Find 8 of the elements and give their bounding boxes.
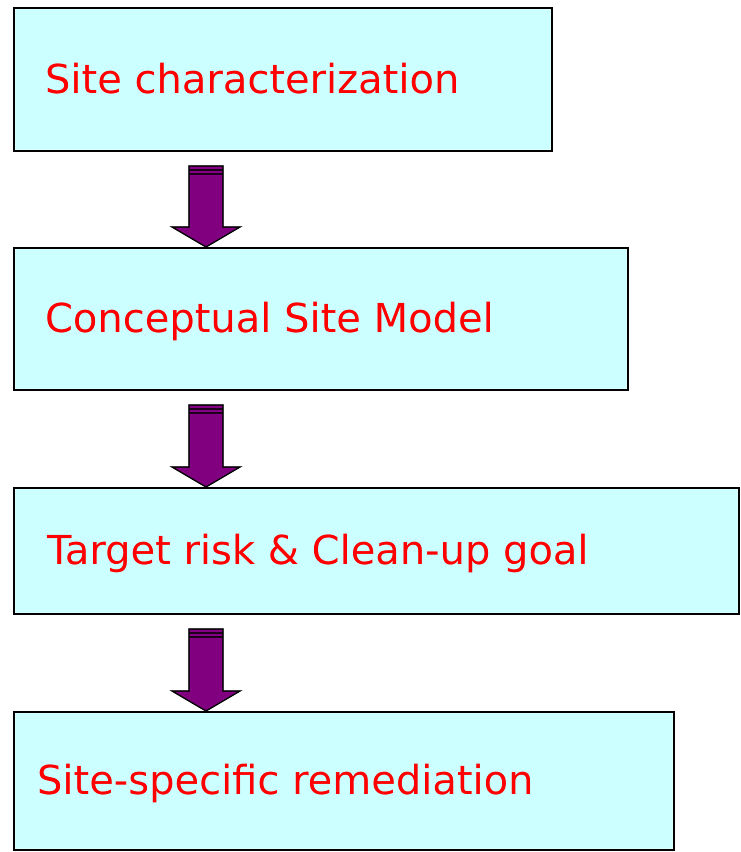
process-box — [13, 247, 629, 391]
box-label: Conceptual Site Model — [45, 296, 494, 342]
box-label: Site characterization — [45, 56, 460, 102]
process-box — [13, 711, 675, 851]
process-box — [13, 487, 740, 615]
process-box — [13, 7, 553, 152]
box-label: Target risk & Clean-up goal — [47, 528, 589, 574]
box-label: Site-specific remediation — [37, 758, 534, 804]
